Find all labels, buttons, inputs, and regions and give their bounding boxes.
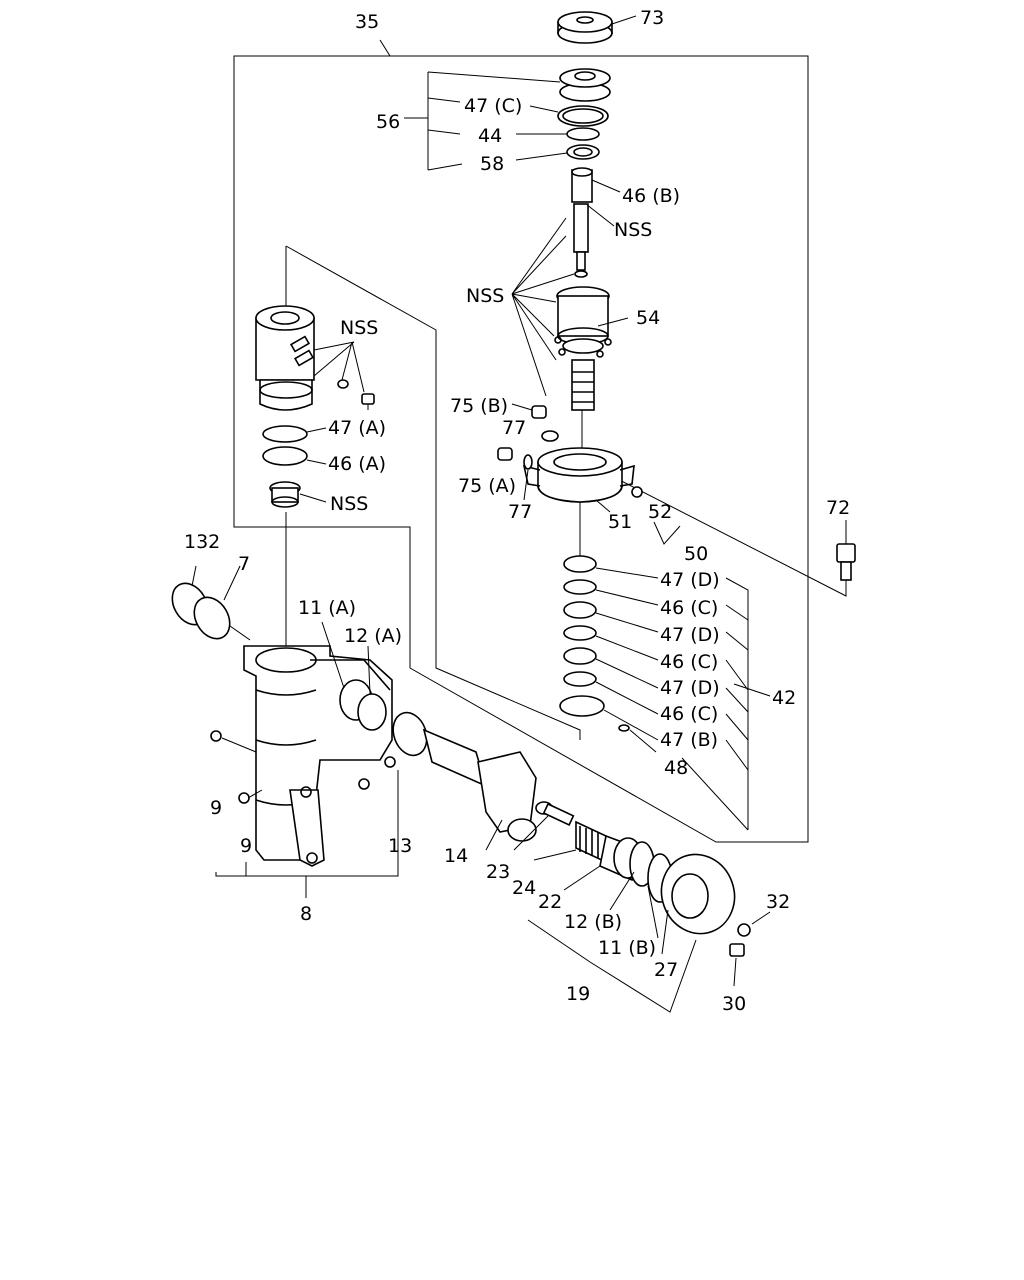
label-77b: 77 (508, 501, 532, 523)
label-22: 22 (538, 891, 562, 913)
part-9-plugs (210, 730, 399, 898)
label-56: 56 (376, 111, 400, 133)
part-labels: 35 73 56 47 (C) 44 58 46 (B) NSS NSS 54 … (184, 7, 850, 1015)
label-132: 132 (184, 531, 220, 553)
left-valve-body (255, 305, 375, 650)
label-nss-left: NSS (466, 285, 504, 307)
label-48: 48 (664, 757, 688, 779)
label-50: 50 (684, 543, 708, 565)
label-47d-2: 47 (D) (660, 624, 720, 646)
label-58: 58 (480, 153, 504, 175)
label-46a: 46 (A) (328, 453, 386, 475)
label-75a: 75 (A) (458, 475, 516, 497)
label-75b: 75 (B) (450, 395, 508, 417)
label-30: 30 (722, 993, 746, 1015)
part-56-top-cover (404, 68, 611, 171)
label-8: 8 (300, 903, 312, 925)
label-9a: 9 (210, 797, 222, 819)
label-9b: 9 (240, 835, 252, 857)
assembly-frame (233, 39, 847, 843)
part-54-valve-spool (511, 167, 629, 452)
part-132-7-rings (171, 565, 251, 641)
label-24: 24 (512, 877, 536, 899)
label-11a: 11 (A) (298, 597, 356, 619)
label-47b: 47 (B) (660, 729, 718, 751)
label-27: 27 (654, 959, 678, 981)
label-72: 72 (826, 497, 850, 519)
label-nss-valve: NSS (340, 317, 378, 339)
fittings (497, 403, 681, 545)
label-35: 35 (355, 11, 379, 33)
label-nss-top: NSS (614, 219, 652, 241)
label-13: 13 (388, 835, 412, 857)
lower-parts (513, 801, 771, 1013)
gear-housing (243, 621, 396, 867)
label-14: 14 (444, 845, 468, 867)
label-12a: 12 (A) (344, 625, 402, 647)
part-72-bolt (836, 520, 856, 581)
label-47d-1: 47 (D) (660, 569, 720, 591)
pin-parts (289, 335, 375, 410)
label-54: 54 (636, 307, 660, 329)
label-12b: 12 (B) (564, 911, 622, 933)
label-73: 73 (640, 7, 664, 29)
label-44: 44 (478, 125, 502, 147)
label-7: 7 (238, 553, 250, 575)
label-51: 51 (608, 511, 632, 533)
label-52: 52 (648, 501, 672, 523)
part-51-valve-housing (522, 447, 635, 556)
label-42: 42 (772, 687, 796, 709)
part-42-seal-stack (559, 555, 771, 831)
label-47d-3: 47 (D) (660, 677, 720, 699)
label-19: 19 (566, 983, 590, 1005)
label-46c-2: 46 (C) (660, 651, 718, 673)
label-46c-3: 46 (C) (660, 703, 718, 725)
label-23: 23 (486, 861, 510, 883)
label-47a: 47 (A) (328, 417, 386, 439)
label-11b: 11 (B) (598, 937, 656, 959)
label-nss-plug: NSS (330, 493, 368, 515)
part-73-cap (557, 11, 637, 44)
label-47c-top: 47 (C) (464, 95, 522, 117)
label-77a: 77 (502, 417, 526, 439)
small-balls (554, 336, 612, 358)
part-14-sector-shaft (392, 711, 537, 851)
label-46c-1: 46 (C) (660, 597, 718, 619)
label-32: 32 (766, 891, 790, 913)
label-46b: 46 (B) (622, 185, 680, 207)
